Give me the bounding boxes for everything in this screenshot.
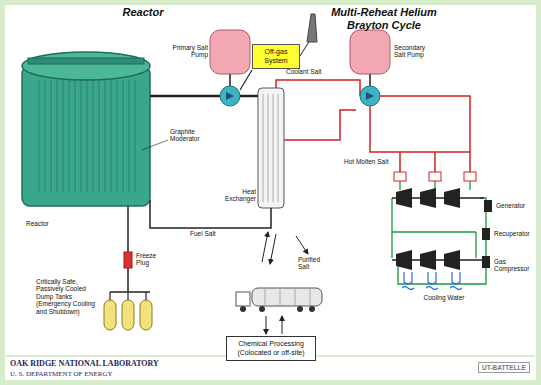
part-label: Graphite Moderator	[170, 128, 214, 143]
part-label: Heat Exchanger	[218, 188, 256, 203]
flow-label: Fuel Salt	[190, 230, 230, 237]
process-box: Chemical Processing (Colocated or off-si…	[226, 336, 316, 361]
organization-logo: UT-BATTELLE	[478, 362, 530, 373]
part-label: Generator	[496, 202, 536, 209]
part-label: Gas Compressor	[494, 258, 534, 273]
pump-label: Secondary Salt Pump	[394, 44, 436, 59]
flow-label: Coolant Salt	[286, 68, 346, 75]
box-text: Chemical Processing (Colocated or off-si…	[231, 340, 311, 357]
note-label: Critically Safe, Passively Cooled Dump T…	[36, 278, 100, 315]
flow-label: Cooling Water	[414, 294, 474, 301]
pump-label: Primary Salt Pump	[166, 44, 208, 59]
flow-label: Hot Molten Salt	[344, 158, 404, 165]
part-label: Freeze Plug	[136, 252, 166, 267]
organization-logo: OAK RIDGE NATIONAL LABORATORY	[10, 359, 210, 368]
part-label: Reactor	[26, 220, 66, 227]
section-title: Reactor	[112, 6, 174, 19]
flow-label: Purified Salt	[298, 256, 332, 271]
part-label: Recuperator	[494, 230, 538, 237]
organization-logo: U. S. DEPARTMENT OF ENERGY	[10, 370, 210, 378]
box-text: Off-gas System	[256, 48, 296, 65]
section-title: Multi-Reheat Helium Brayton Cycle	[320, 6, 448, 31]
offgas-box: Off-gas System	[252, 44, 300, 69]
